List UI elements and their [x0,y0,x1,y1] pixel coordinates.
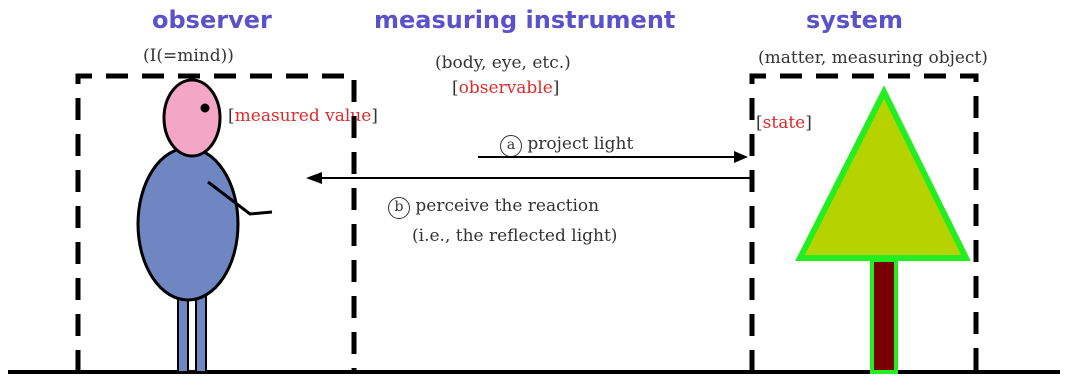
observer-body [138,148,238,300]
observer-eye [201,104,210,113]
tree-figure [800,92,966,372]
perceive-arrowhead [306,172,322,184]
observer-left-leg [178,290,188,372]
project-light-arrowhead [734,151,748,163]
observer-figure [138,80,272,372]
observer-right-leg [196,290,206,372]
observer-head [164,80,220,156]
tree-trunk [872,260,896,372]
tree-crown [800,92,966,258]
